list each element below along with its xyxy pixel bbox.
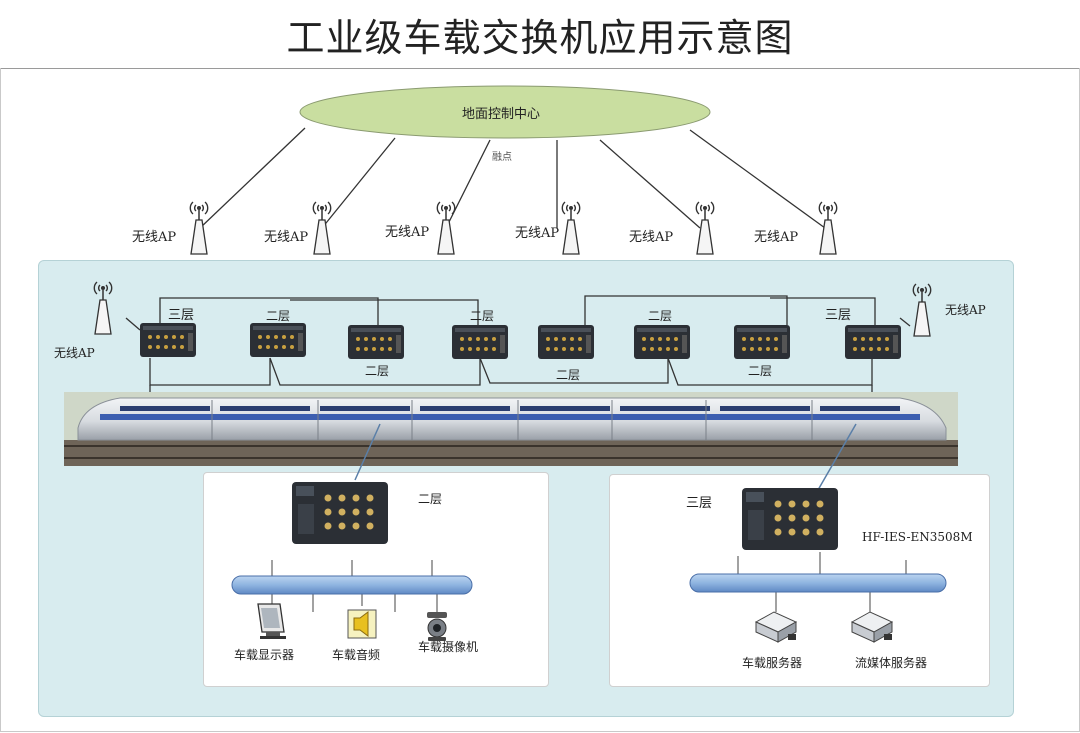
switch-layer2 — [250, 323, 306, 357]
layer-label: 二层 — [648, 309, 673, 323]
bus-drops — [271, 560, 438, 612]
monitor-icon — [257, 603, 286, 639]
callout-links — [354, 423, 857, 491]
ground-control-center — [299, 85, 711, 139]
wireless-ap-icon — [189, 201, 209, 255]
ap-label: 无线AP — [754, 230, 799, 245]
ap-label: 无线AP — [132, 230, 177, 245]
switch-layer2 — [634, 325, 690, 359]
wireless-ap-icon — [312, 201, 332, 255]
server-label: 车载服务器 — [742, 656, 803, 670]
ap-label: 无线AP — [264, 230, 309, 245]
layer-label: 三层 — [168, 308, 195, 323]
ap-label: 无线AP — [54, 346, 95, 360]
ground-control-label: 地面控制中心 — [462, 107, 541, 122]
switch-layer2 — [348, 325, 404, 359]
detail-layer2-label: 二层 — [418, 492, 443, 506]
switch-layer2 — [538, 325, 594, 359]
display-label: 车载显示器 — [234, 648, 295, 662]
switch-layer3-detail-icon — [742, 488, 838, 550]
ap-label: 无线AP — [515, 226, 560, 241]
switch-layer2-detail-icon — [292, 482, 388, 544]
layer-label: 二层 — [470, 309, 495, 323]
wireless-ap-icon — [436, 201, 456, 255]
ethernet-bus-layer2 — [231, 575, 473, 595]
wireless-ap-icon — [93, 281, 113, 335]
wireless-ap-icon — [818, 201, 838, 255]
speaker-icon — [347, 609, 377, 639]
train-image — [64, 392, 958, 466]
switch-layer3-tail — [845, 325, 901, 359]
page-title: 工业级车载交换机应用示意图 — [0, 0, 1080, 69]
ap-label: 无线AP — [385, 225, 430, 240]
camera-icon — [427, 612, 447, 641]
wireless-ap-icon — [695, 201, 715, 255]
wireless-ap-icon — [912, 283, 932, 337]
switch-model-label: HF-IES-EN3508M — [862, 530, 973, 544]
node-label: 融点 — [492, 152, 512, 163]
switch-layer2 — [734, 325, 790, 359]
audio-label: 车载音频 — [332, 648, 381, 662]
ap-label: 无线AP — [945, 303, 986, 317]
server-icon — [754, 611, 798, 643]
ap-label: 无线AP — [629, 230, 674, 245]
layer-label: 二层 — [556, 368, 581, 382]
stream-server-icon — [850, 611, 894, 643]
switch-layer3-head — [140, 323, 196, 357]
wireless-ap-icon — [561, 201, 581, 255]
layer-label: 二层 — [365, 364, 390, 378]
layer-label: 二层 — [748, 364, 773, 378]
camera-label: 车载摄像机 — [418, 640, 479, 654]
stream-server-label: 流媒体服务器 — [855, 656, 928, 670]
ethernet-bus-layer3 — [689, 573, 947, 593]
layer-label: 二层 — [266, 309, 291, 323]
detail-layer3-label: 三层 — [686, 496, 713, 511]
bus-drops — [737, 552, 907, 612]
switch-layer2 — [452, 325, 508, 359]
layer-label: 三层 — [825, 308, 852, 323]
wireless-links — [199, 127, 826, 229]
